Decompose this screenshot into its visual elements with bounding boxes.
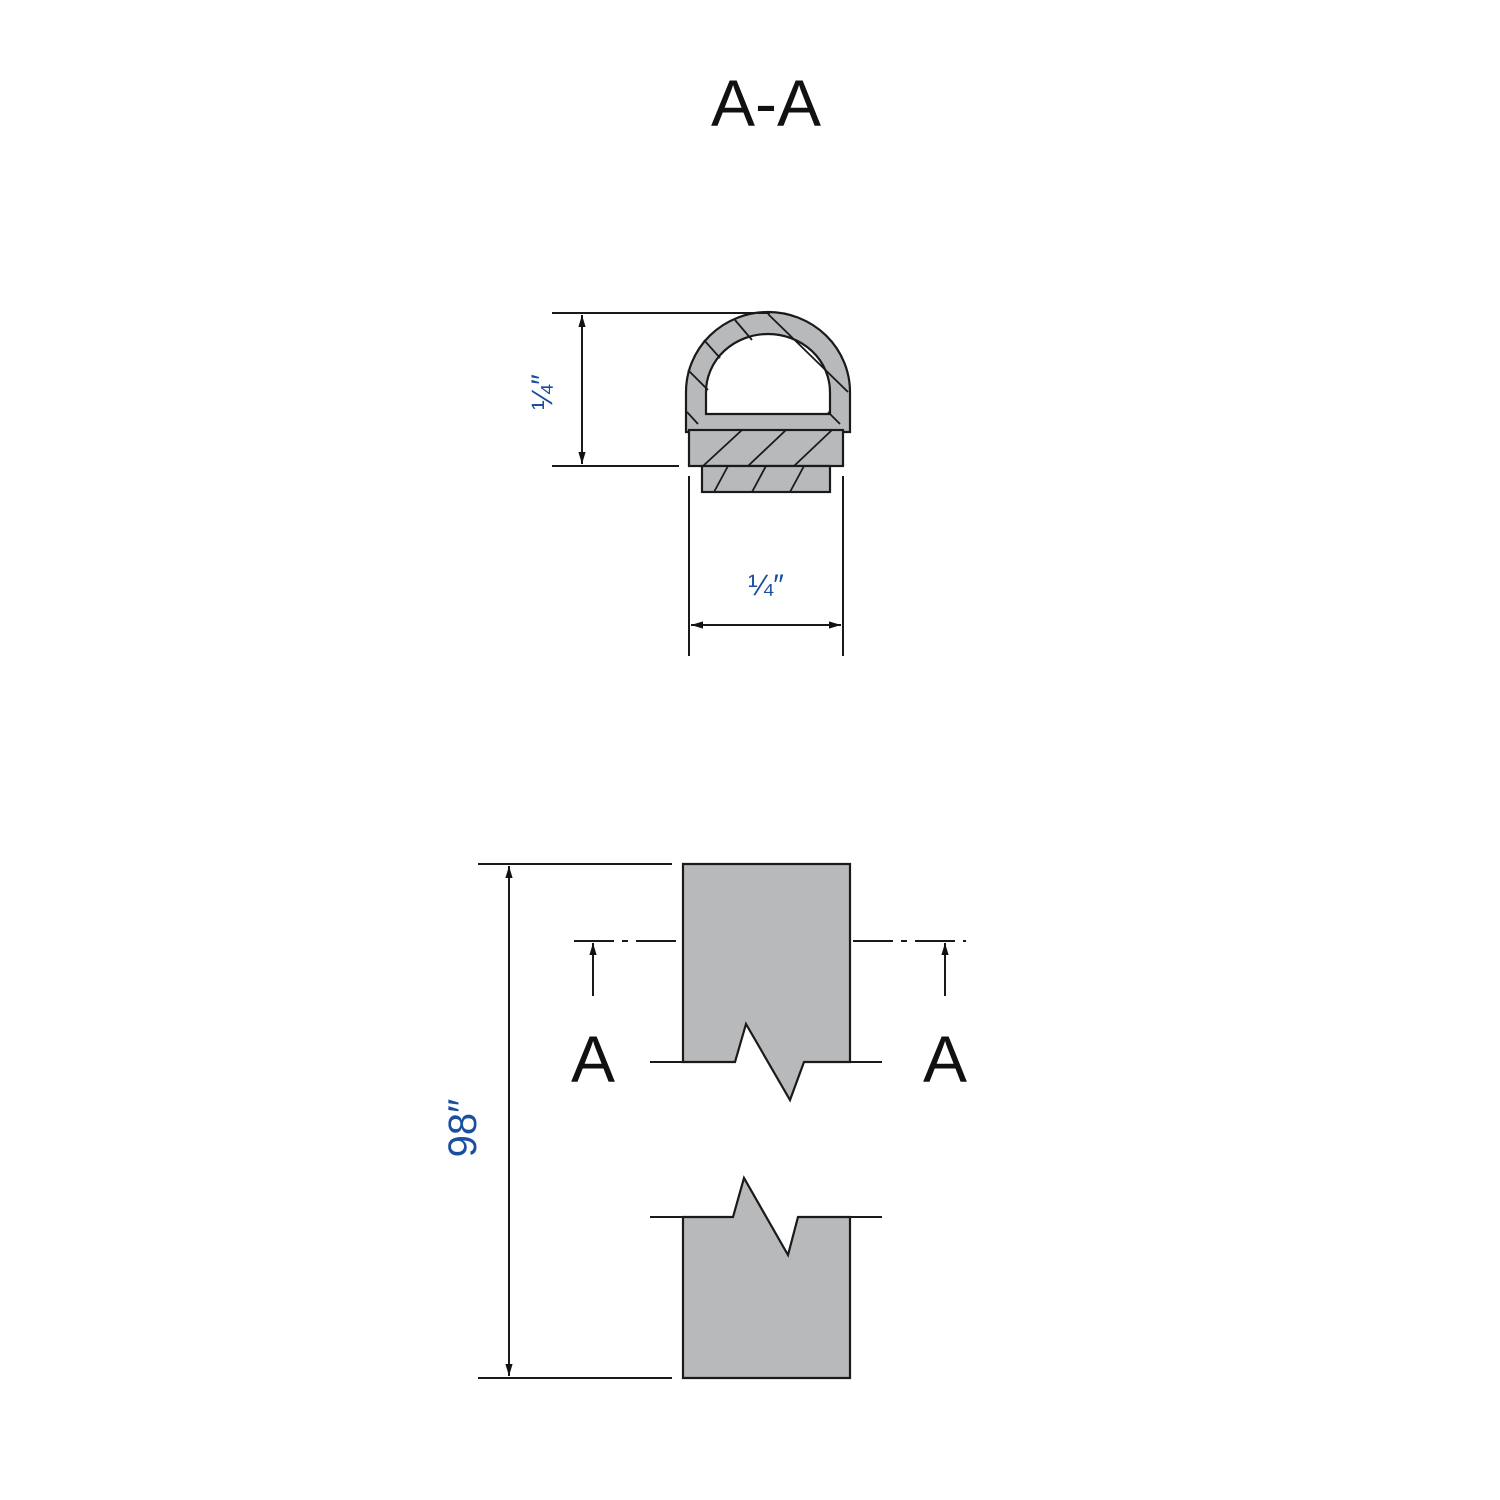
- width-label: ¼″: [748, 569, 784, 602]
- section-marker-left: A: [571, 1022, 615, 1096]
- height-label: ¼″: [526, 374, 559, 410]
- length-label: 98″: [441, 1099, 485, 1158]
- side-view-top-segment: [650, 862, 882, 1103]
- section-cut-line: A A: [571, 940, 967, 1096]
- side-view-bottom-segment: [650, 1175, 882, 1380]
- height-dimension: ¼″: [526, 312, 770, 467]
- length-dimension: 98″: [441, 863, 672, 1379]
- cross-section-profile: [684, 310, 852, 494]
- section-title: A-A: [711, 66, 821, 140]
- section-marker-right: A: [923, 1022, 967, 1096]
- width-dimension: ¼″: [688, 476, 844, 656]
